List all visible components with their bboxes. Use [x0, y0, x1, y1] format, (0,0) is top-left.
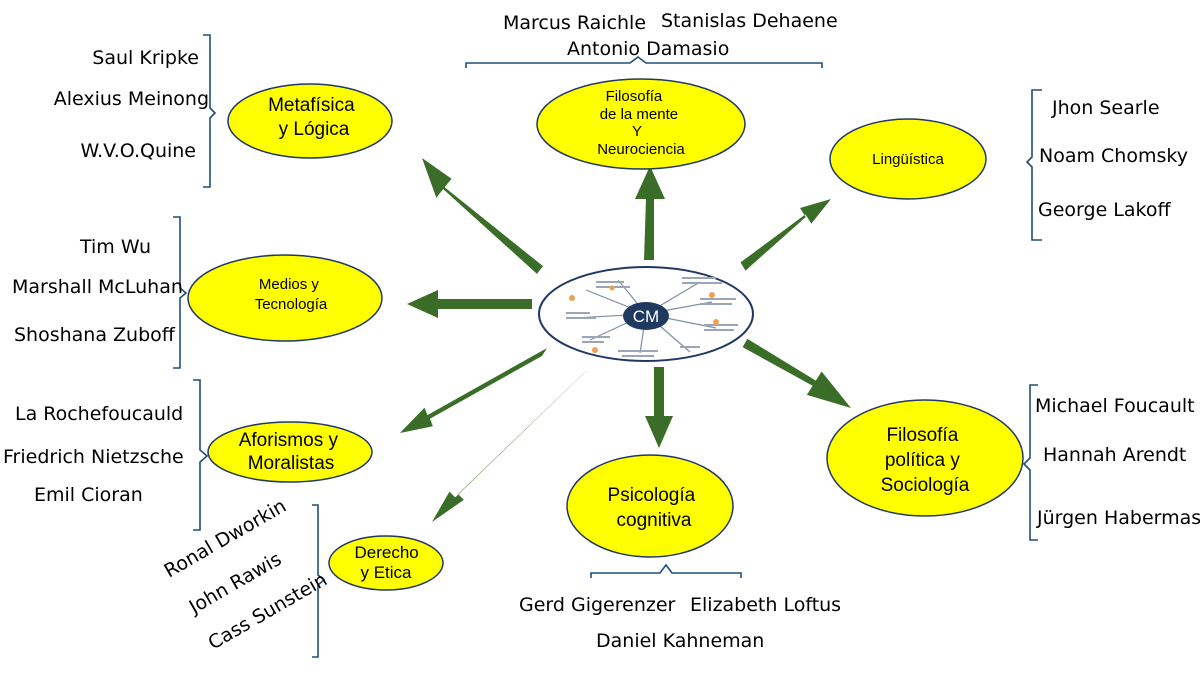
node-linguistica-label: Lingüística	[872, 151, 944, 168]
node-linguistica-ellipse	[829, 118, 987, 200]
author-gerd-gigerenzer: Gerd Gigerenzer	[519, 594, 676, 616]
hub-center-disc	[623, 302, 669, 330]
author-marshall-mcluhan: Marshall McLuhan	[12, 276, 183, 298]
node-mente-line-1: Filosofía	[606, 88, 663, 105]
author-jurgen-habermas: Jürgen Habermas	[1036, 507, 1200, 529]
node-mente: Filosofía de la mente Y Neurociencia	[536, 78, 746, 170]
node-metafisica-line-1: Metafísica	[268, 95, 355, 116]
node-mente-line-3: Y	[632, 123, 642, 140]
arrow-to-politica	[742, 338, 851, 408]
hub-small-icons	[569, 285, 719, 353]
arrow-to-metafisica	[422, 158, 544, 274]
author-elizabeth-loftus: Elizabeth Loftus	[690, 594, 841, 616]
author-noam-chomsky: Noam Chomsky	[1039, 145, 1188, 167]
node-linguistica-line-1: Lingüística	[872, 151, 944, 168]
node-psicologia-ellipse	[566, 454, 734, 558]
node-politica-line-1: Filosofía	[886, 425, 958, 446]
node-metafisica-label: Metafísica y Lógica	[268, 95, 360, 140]
author-brackets	[173, 34, 1042, 658]
author-george-lakoff: George Lakoff	[1038, 199, 1171, 221]
node-medios-ellipse	[187, 254, 383, 342]
node-derecho-line-2: y Etica	[360, 563, 412, 582]
connector-arrows	[400, 158, 851, 522]
arrow-to-derecho	[432, 369, 588, 522]
author-hannah-arendt: Hannah Arendt	[1043, 444, 1186, 466]
node-politica-label: Filosofía política y Sociología	[881, 425, 970, 496]
node-psicologia-label: Psicología cognitiva	[608, 485, 701, 531]
node-aforismos: Aforismos y Moralistas	[207, 421, 373, 483]
node-mente-ellipse	[536, 78, 746, 170]
node-aforismos-label: Aforismos y Moralistas	[239, 430, 344, 474]
node-psicologia-line-1: Psicología	[608, 485, 696, 506]
node-medios: Medios y Tecnología	[187, 254, 383, 342]
author-jhon-searle: Jhon Searle	[1051, 97, 1160, 119]
hub-center-label: CM	[633, 307, 659, 326]
node-derecho-line-1: Derecho	[355, 543, 419, 562]
node-psicologia-line-2: cognitiva	[617, 510, 692, 531]
node-aforismos-line-1: Aforismos y	[239, 430, 339, 451]
author-shoshana-zuboff: Shoshana Zuboff	[14, 324, 176, 346]
arrow-to-aforismos	[400, 348, 547, 433]
central-hub: CM	[538, 266, 754, 362]
node-politica-line-3: Sociología	[881, 475, 970, 496]
author-la-rochefoucauld: La Rochefoucauld	[15, 403, 183, 425]
node-derecho-ellipse	[328, 535, 444, 591]
bracket-psicologia	[590, 563, 742, 578]
node-mente-line-2: de la mente	[600, 106, 678, 123]
arrow-to-linguistica	[740, 199, 831, 271]
bracket-metafisica	[203, 34, 217, 188]
author-emil-cioran: Emil Cioran	[34, 484, 143, 506]
node-metafisica-ellipse	[227, 83, 393, 159]
node-medios-line-2: Tecnología	[255, 296, 328, 313]
author-michael-foucault: Michael Foucault	[1035, 395, 1195, 417]
node-aforismos-line-2: Moralistas	[248, 453, 335, 474]
bracket-derecho	[312, 504, 326, 658]
author-daniel-kahneman: Daniel Kahneman	[596, 630, 764, 652]
node-psicologia: Psicología cognitiva	[566, 454, 734, 558]
node-politica-line-2: política y	[885, 450, 960, 471]
node-derecho-label: Derecho y Etica	[355, 543, 424, 582]
bracket-politica	[1022, 384, 1038, 541]
node-metafisica: Metafísica y Lógica	[227, 83, 393, 159]
author-saul-kripke: Saul Kripke	[92, 47, 199, 69]
node-derecho: Derecho y Etica	[328, 535, 444, 591]
author-tim-wu: Tim Wu	[79, 236, 151, 258]
arrow-to-medios	[407, 290, 532, 318]
author-stanislas-dehaene: Stanislas Dehaene	[661, 10, 838, 32]
node-politica: Filosofía política y Sociología	[826, 399, 1024, 517]
node-medios-label: Medios y Tecnología	[255, 276, 328, 313]
arrow-to-mente	[635, 166, 665, 260]
node-metafisica-line-2: y Lógica	[279, 119, 350, 140]
arrow-to-psicologia	[645, 367, 673, 448]
author-alexius-meinong: Alexius Meinong	[54, 88, 209, 110]
node-aforismos-ellipse	[207, 421, 373, 483]
author-marcus-raichle: Marcus Raichle	[503, 12, 646, 34]
node-mente-line-4: Neurociencia	[597, 141, 685, 158]
author-quine: W.V.O.Quine	[81, 140, 196, 162]
node-politica-ellipse	[826, 399, 1024, 517]
bracket-mente	[465, 56, 823, 68]
author-friedrich-nietzsche: Friedrich Nietzsche	[3, 446, 184, 468]
node-mente-label: Filosofía de la mente Y Neurociencia	[597, 88, 685, 158]
author-antonio-damasio: Antonio Damasio	[567, 38, 729, 60]
topic-nodes: Metafísica y Lógica Filosofía de la ment…	[187, 78, 1024, 591]
bracket-linguistica	[1025, 89, 1042, 241]
bracket-aforismos	[193, 379, 209, 531]
node-medios-line-1: Medios y	[259, 276, 320, 293]
bracket-medios	[173, 216, 188, 369]
node-linguistica: Lingüística	[829, 118, 987, 200]
